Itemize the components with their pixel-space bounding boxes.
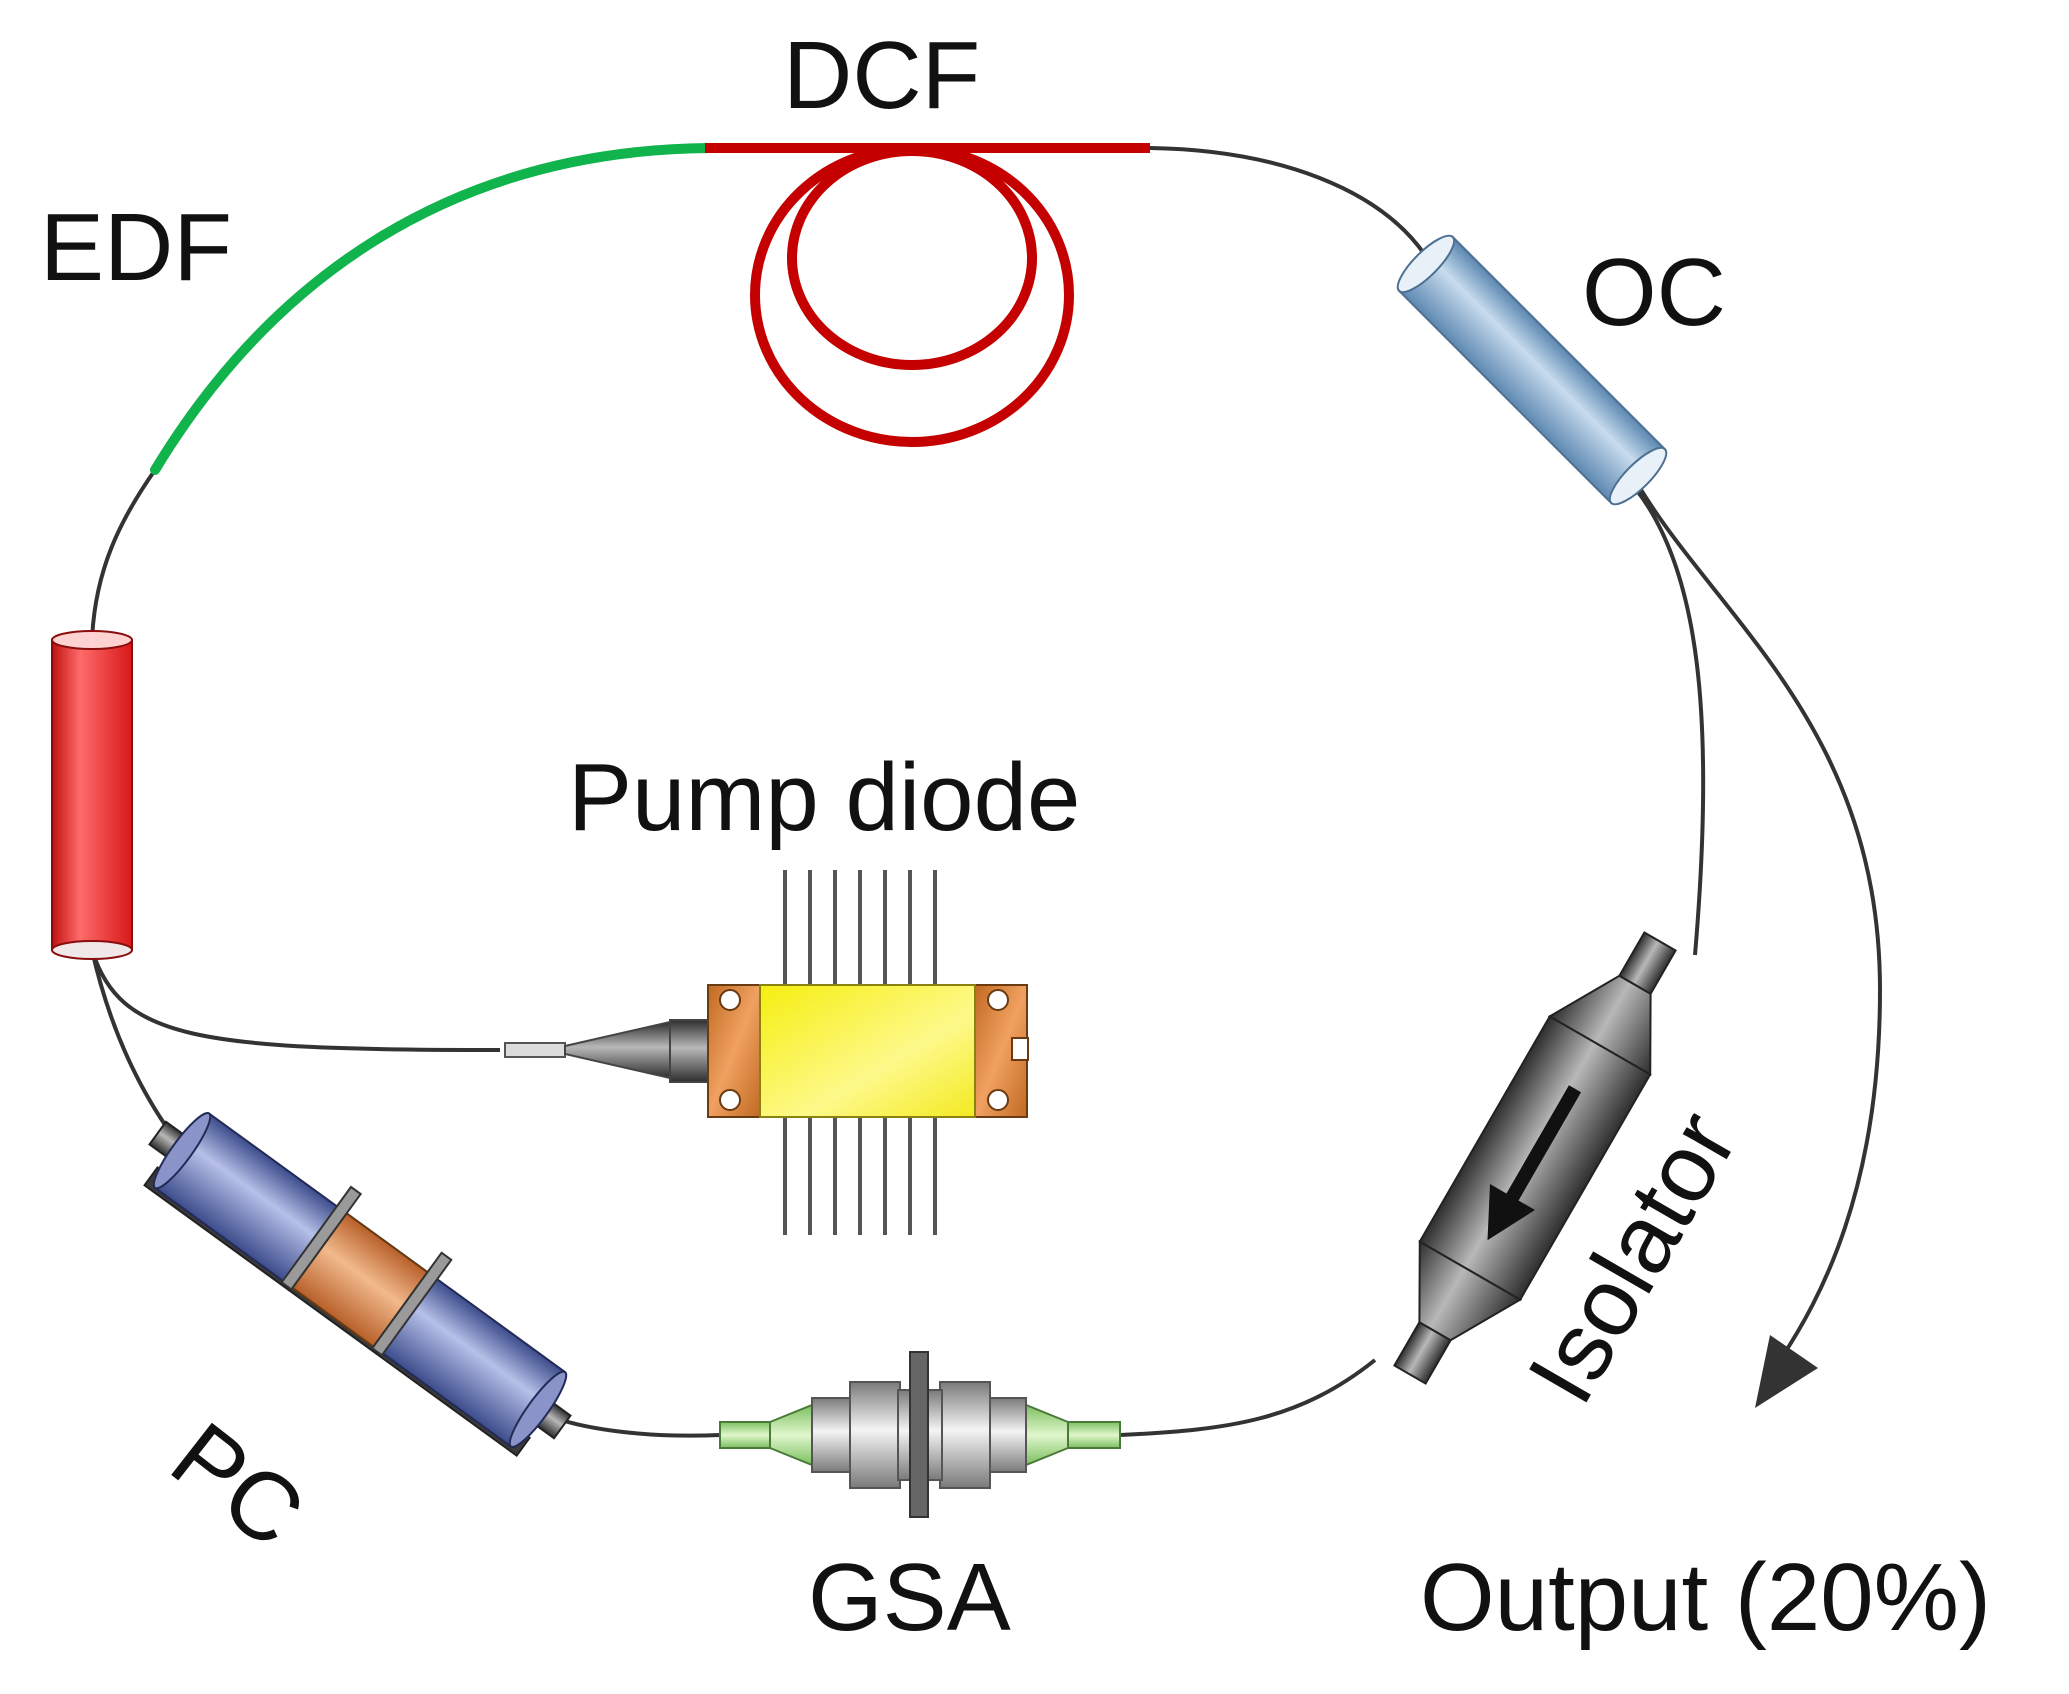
label-dcf: DCF — [783, 22, 980, 129]
pump-diode-icon — [504, 870, 1029, 1235]
label-oc: OC — [1582, 239, 1726, 346]
fiber-oc-to-isolator — [1633, 486, 1706, 956]
dcf-fiber — [705, 143, 1150, 447]
label-pump-diode: Pump diode — [568, 744, 1080, 851]
label-output: Output (20%) — [1420, 1544, 1991, 1651]
fiber-gsa-to-pc — [554, 1416, 721, 1438]
fiber-loop — [90, 146, 1883, 1438]
fiber-edf-to-wdm — [90, 468, 157, 641]
edf-fiber — [150, 143, 715, 475]
output-arrow-icon — [1755, 1335, 1818, 1408]
fiber-wdm-to-pc — [90, 949, 174, 1137]
output-coupler-icon — [1396, 234, 1668, 506]
wdm-coupler-icon — [51, 630, 133, 960]
fiber-wdm-to-pump — [90, 949, 501, 1052]
label-pc: PC — [152, 1402, 323, 1568]
label-gsa: GSA — [808, 1544, 1011, 1651]
fiber-output-tap — [1638, 486, 1883, 1362]
label-edf: EDF — [40, 194, 232, 301]
fiber-isolator-to-gsa — [1119, 1358, 1377, 1437]
gsa-connector-icon — [719, 1351, 1121, 1518]
polarization-controller-icon — [143, 1112, 572, 1458]
fiber-dcf-to-oc — [1149, 146, 1427, 257]
isolator-icon — [1393, 931, 1677, 1385]
